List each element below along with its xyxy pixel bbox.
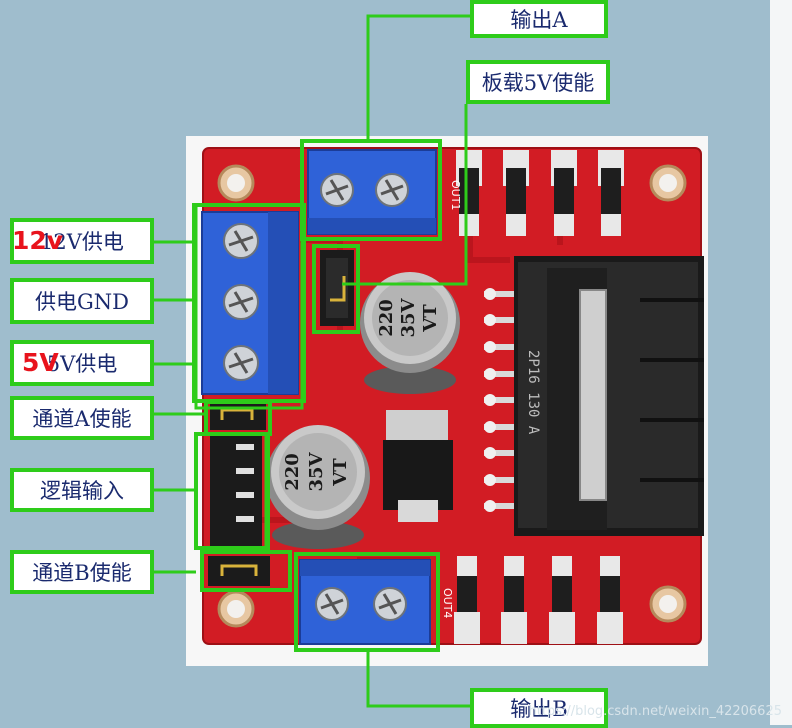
highlight-enable-a xyxy=(204,400,272,436)
jumper-enable-b xyxy=(208,556,270,586)
svg-text:220: 220 xyxy=(376,299,397,337)
label-enable-a: 通道A使能 xyxy=(10,396,154,440)
label-output-a: 输出A xyxy=(470,0,608,38)
diodes-top xyxy=(456,150,624,236)
out4-silk: OUT4 xyxy=(441,588,454,618)
power-terminal xyxy=(201,211,299,395)
right-margin xyxy=(770,0,792,725)
label-gnd: 供电GND xyxy=(10,278,154,324)
label-5v-power: 5V供电 xyxy=(10,340,154,386)
svg-text:VT: VT xyxy=(420,304,441,333)
diodes-bottom xyxy=(454,556,623,644)
capacitor-upper: 220 35V VT xyxy=(360,272,460,394)
highlight-output-b xyxy=(294,552,440,652)
jumper-5v xyxy=(320,250,354,326)
capacitor-lower: 220 35V VT xyxy=(266,425,370,549)
highlight-enable-b xyxy=(200,550,292,592)
svg-text:VT: VT xyxy=(330,458,351,487)
watermark: https://blog.csdn.net/weixin_42206625 xyxy=(528,704,782,719)
highlight-power-terminal xyxy=(192,203,306,403)
overlay-12v: 12v xyxy=(12,226,64,255)
logic-pin-header xyxy=(210,436,262,546)
voltage-regulator xyxy=(383,410,453,522)
label-onboard-5v: 板载5V使能 xyxy=(466,60,610,104)
mounting-holes xyxy=(217,164,687,628)
highlight-output-a xyxy=(300,139,442,241)
label-output-b: 输出B xyxy=(470,688,608,728)
label-12v-power: 12V供电 xyxy=(10,218,154,264)
svg-text:35V: 35V xyxy=(306,451,327,491)
label-enable-b: 通道B使能 xyxy=(10,550,154,594)
chip-marking: 2P16 130 A xyxy=(525,350,541,435)
overlay-5v: 5V xyxy=(22,348,59,377)
highlight-logic-input xyxy=(194,432,270,550)
terminal-output-a xyxy=(307,149,437,235)
svg-text:35V: 35V xyxy=(398,297,419,337)
terminal-output-b xyxy=(299,559,431,645)
highlight-5v-jumper xyxy=(312,244,360,334)
driver-chip: 2P16 130 A xyxy=(484,256,704,536)
svg-text:220: 220 xyxy=(282,453,303,491)
out1-silk: OUT1 xyxy=(449,180,462,210)
label-logic-input: 逻辑输入 xyxy=(10,468,154,512)
